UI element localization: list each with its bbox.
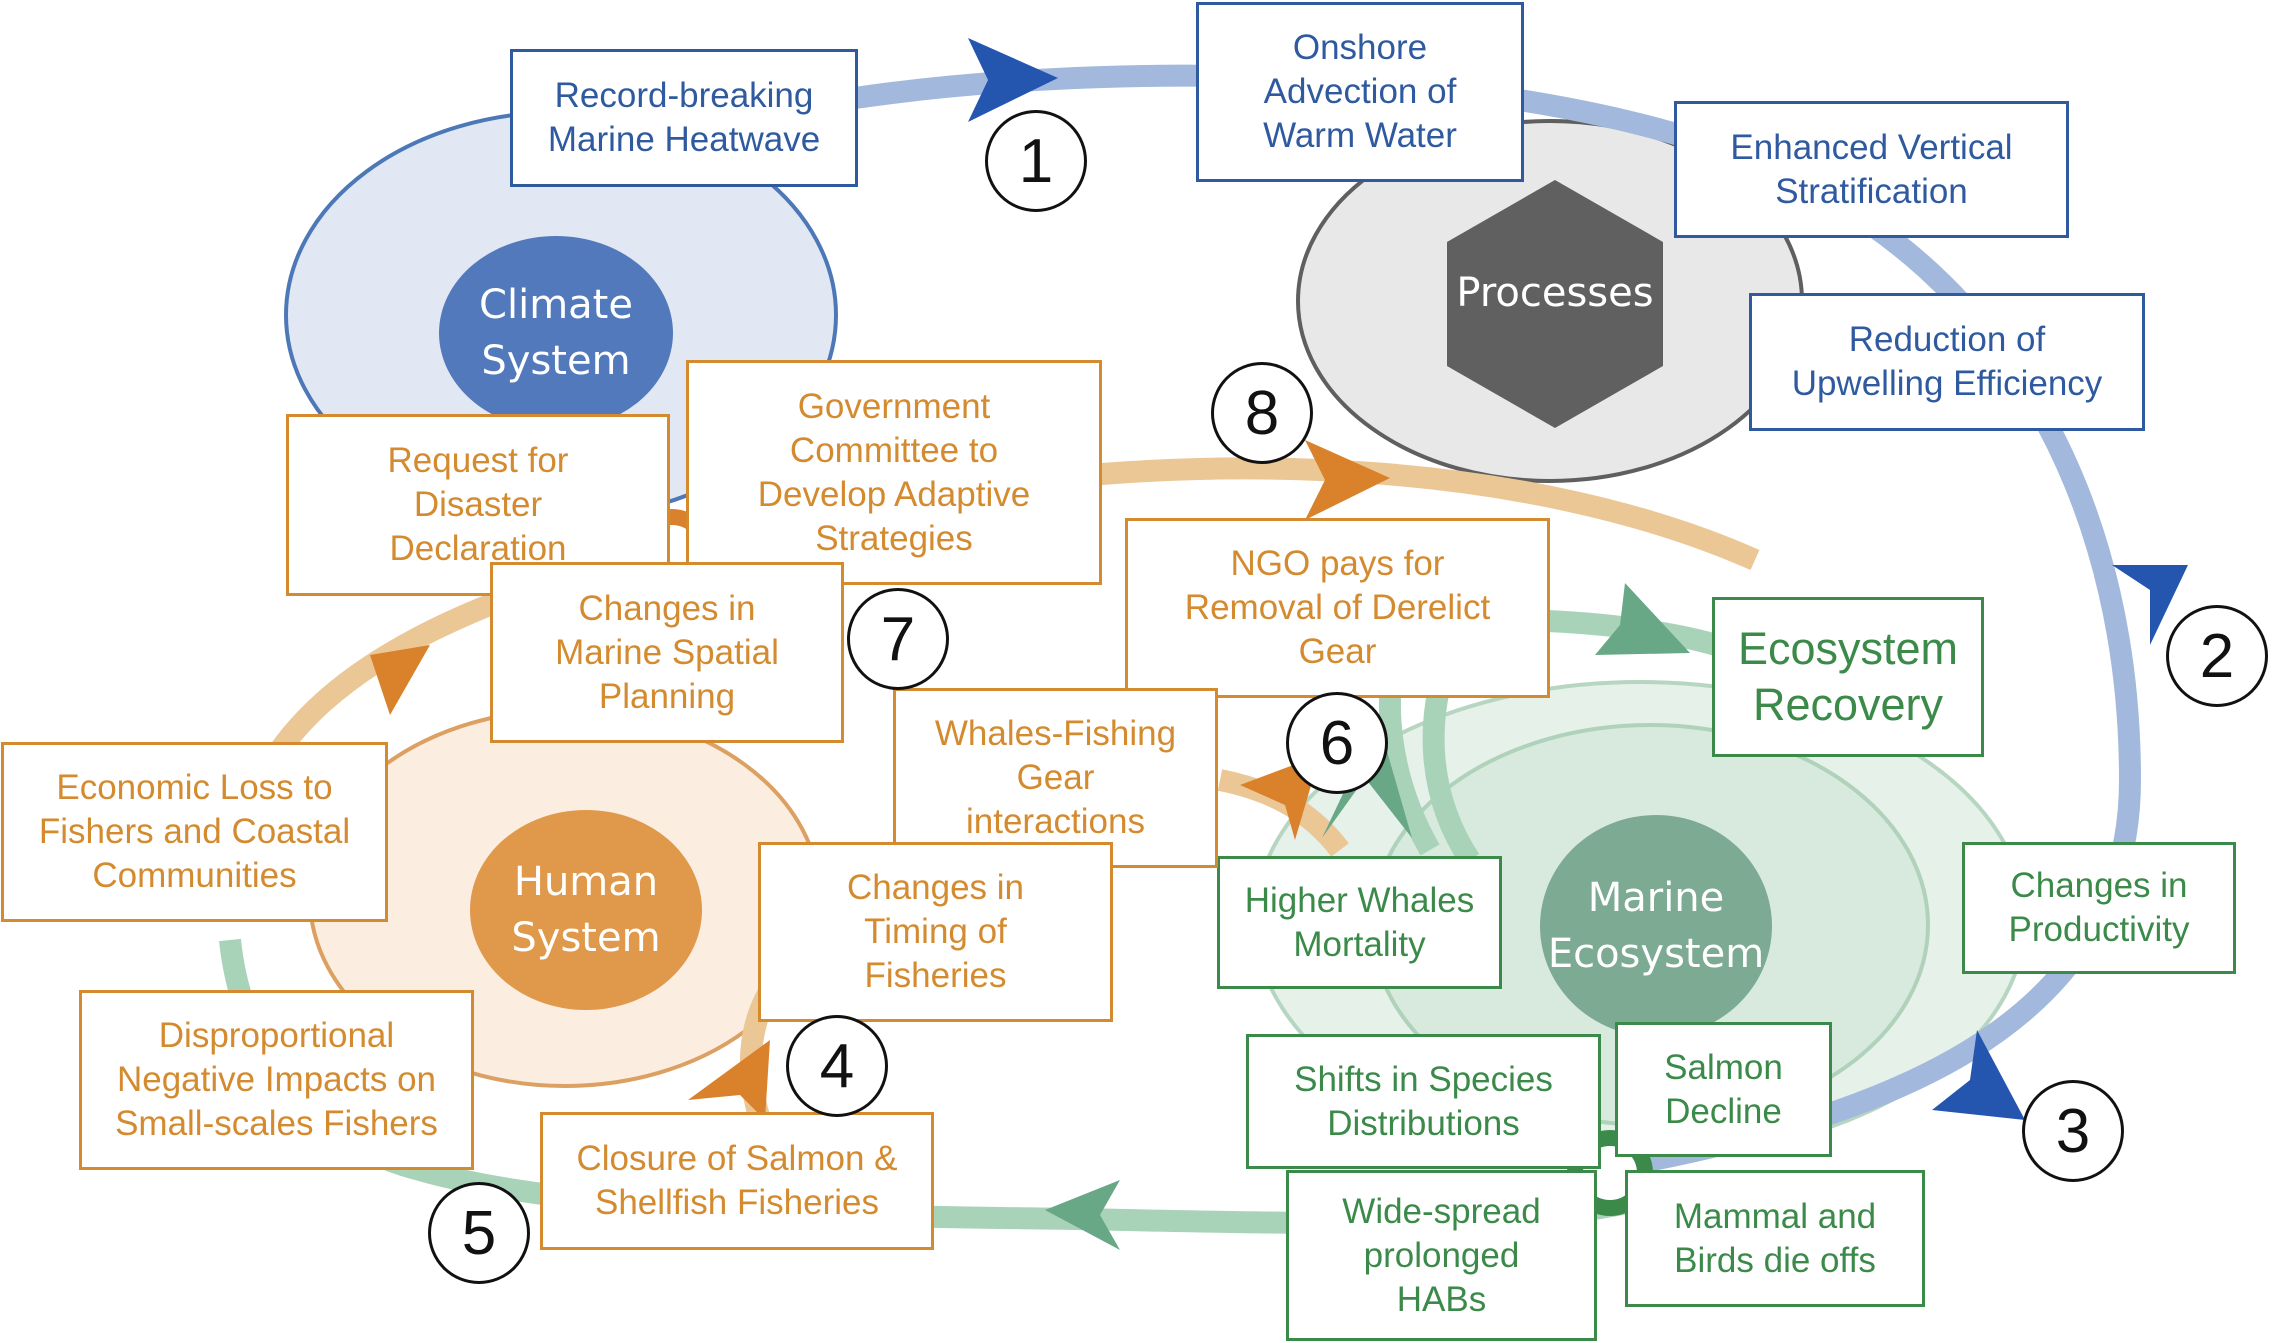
step-8-marker: 8 bbox=[1211, 362, 1313, 464]
marine-heatwave-box: Record-breaking Marine Heatwave bbox=[510, 49, 858, 187]
small-scale-fishers-box: Disproportional Negative Impacts on Smal… bbox=[79, 990, 474, 1170]
step-1-marker: 1 bbox=[985, 110, 1087, 212]
arrowhead-green-recovery bbox=[1595, 583, 1690, 655]
salmon-decline-box: Salmon Decline bbox=[1615, 1022, 1832, 1157]
economic-loss-box: Economic Loss to Fishers and Coastal Com… bbox=[1, 742, 388, 922]
human-system-hub: Human System bbox=[470, 810, 702, 1010]
whales-mortality-box: Higher Whales Mortality bbox=[1217, 856, 1502, 989]
onshore-advection-box: Onshore Advection of Warm Water bbox=[1196, 2, 1524, 182]
ecosystem-recovery-box: Ecosystem Recovery bbox=[1712, 597, 1984, 757]
fisheries-closure-box: Closure of Salmon & Shellfish Fisheries bbox=[540, 1112, 934, 1250]
arrowhead-blue-2 bbox=[2112, 565, 2188, 645]
step-5-marker: 5 bbox=[428, 1182, 530, 1284]
step-7-marker: 7 bbox=[847, 588, 949, 690]
government-committee-box: Government Committee to Develop Adaptive… bbox=[686, 360, 1102, 585]
whales-gear-interactions-box: Whales-Fishing Gear interactions bbox=[893, 688, 1218, 868]
marine-spatial-planning-box: Changes in Marine Spatial Planning bbox=[490, 562, 844, 743]
marine-ecosystem-hub: Marine Ecosystem bbox=[1540, 815, 1772, 1037]
arrowhead-blue-1 bbox=[968, 38, 1058, 122]
arrowhead-orange-4 bbox=[688, 1040, 770, 1120]
habs-box: Wide-spread prolonged HABs bbox=[1286, 1170, 1597, 1341]
step-6-marker: 6 bbox=[1286, 692, 1388, 794]
step-3-marker: 3 bbox=[2022, 1080, 2124, 1182]
ngo-gear-removal-box: NGO pays for Removal of Derelict Gear bbox=[1125, 518, 1550, 698]
step-2-marker: 2 bbox=[2166, 605, 2268, 707]
mammals-birds-die-off-box: Mammal and Birds die offs bbox=[1625, 1170, 1925, 1307]
processes-label: Processes bbox=[1456, 270, 1654, 316]
arrowhead-green-5 bbox=[1045, 1180, 1120, 1250]
step-4-marker: 4 bbox=[786, 1015, 888, 1117]
arrowhead-orange-left bbox=[370, 645, 430, 715]
vertical-stratification-box: Enhanced Vertical Stratification bbox=[1674, 101, 2069, 238]
fisheries-timing-box: Changes in Timing of Fisheries bbox=[758, 842, 1113, 1022]
species-distribution-box: Shifts in Species Distributions bbox=[1246, 1034, 1601, 1169]
arrowhead-blue-3 bbox=[1932, 1030, 2025, 1120]
upwelling-efficiency-box: Reduction of Upwelling Efficiency bbox=[1749, 293, 2145, 431]
arrowhead-orange-8 bbox=[1305, 440, 1390, 520]
changes-in-productivity-box: Changes in Productivity bbox=[1962, 842, 2236, 974]
climate-system-hub: Climate System bbox=[439, 236, 673, 430]
processes-hexagon bbox=[1447, 180, 1663, 428]
